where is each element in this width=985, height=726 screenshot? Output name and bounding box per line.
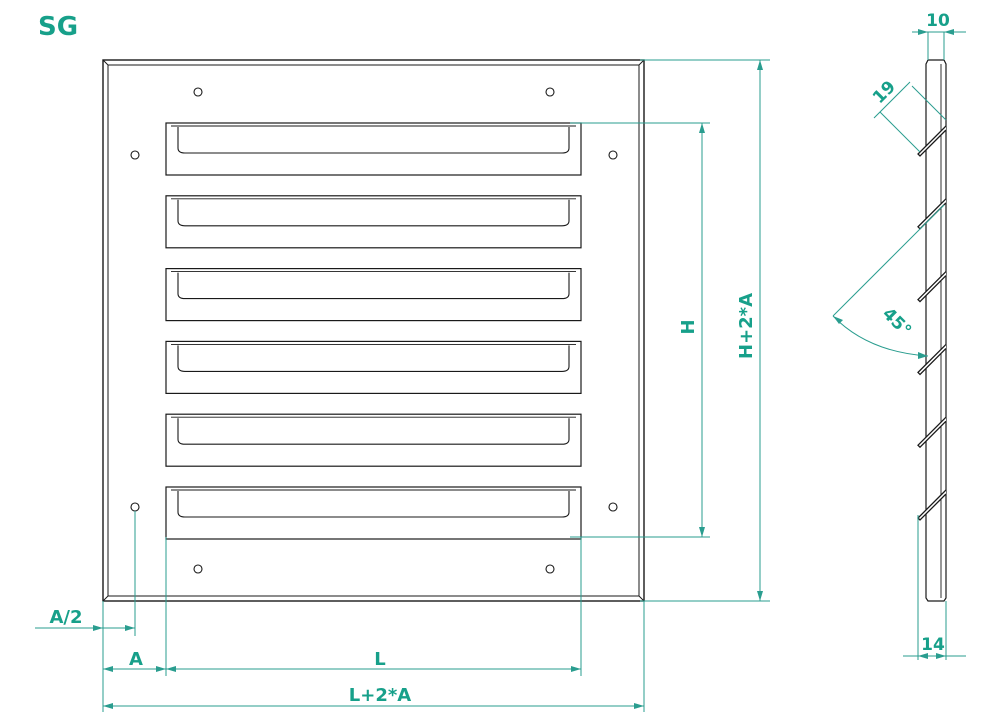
angle-label: 45° — [878, 304, 915, 341]
louver-slot — [165, 486, 582, 540]
a-arrow-left — [103, 666, 113, 672]
side-view — [917, 59, 947, 602]
louver-blade — [177, 272, 570, 300]
a-label: A — [129, 649, 143, 670]
louver-slot-frame — [165, 122, 582, 176]
depth-bottom-arrow-left — [918, 653, 928, 659]
h-label: H — [678, 319, 699, 334]
louver-slot-frame — [165, 195, 582, 249]
depth-bottom-label: 14 — [921, 635, 945, 655]
angle-arc — [832, 315, 929, 357]
side-blade — [917, 271, 947, 303]
depth-top-arrow-left — [918, 29, 928, 35]
frame-corner-tl — [102, 59, 109, 66]
drawing-title: SG — [38, 12, 78, 42]
mounting-hole — [193, 87, 203, 97]
mounting-hole — [608, 502, 618, 512]
grille-frame-inner — [107, 64, 640, 597]
h-arrow-top — [699, 123, 705, 133]
a-half-label: A/2 — [49, 607, 82, 628]
l-total-label: L+2*A — [349, 685, 411, 706]
htotal-arrow-bottom — [757, 591, 763, 601]
angle-ref-line — [832, 204, 945, 317]
blade-dimension-line — [873, 81, 911, 119]
ahalf-arrow-left — [93, 625, 103, 631]
louver-slot-frame — [165, 340, 582, 394]
ltotal-arrow-right — [634, 703, 644, 709]
ahalf-arrow-right — [125, 625, 135, 631]
louver-blade — [177, 418, 570, 445]
frame-corner-tr — [638, 59, 645, 66]
louver-slot-frame — [165, 486, 582, 540]
louver-blade — [177, 345, 570, 372]
side-blade-group — [917, 125, 947, 521]
louver-blade — [177, 491, 570, 518]
blade-ext-2 — [879, 111, 921, 153]
angle-arrow-start — [833, 316, 843, 324]
side-blade — [917, 489, 947, 521]
louver-slot-frame — [165, 268, 582, 322]
htotal-arrow-top — [757, 60, 763, 70]
depth-top-arrow-right — [944, 29, 954, 35]
mounting-hole — [130, 150, 140, 160]
mounting-hole — [130, 502, 140, 512]
frame-corner-bl — [102, 595, 109, 602]
h-total-label: H+2*A — [736, 293, 757, 359]
louver-blade — [177, 199, 570, 227]
louver-slot — [165, 122, 582, 176]
louver-slot — [165, 268, 582, 322]
l-arrow-left — [166, 666, 176, 672]
louver-slot — [165, 340, 582, 394]
l-label: L — [374, 649, 385, 670]
blade-label: 19 — [869, 77, 900, 108]
h-arrow-bottom — [699, 527, 705, 537]
front-dimensions: H H+2*A A/2 A L L+2*A — [35, 59, 770, 712]
angle-arrow-end — [918, 352, 928, 359]
louver-blade — [177, 127, 570, 154]
blade-ext-1 — [911, 85, 947, 121]
a-arrow-right — [156, 666, 166, 672]
louver-slot — [165, 195, 582, 249]
side-blade — [917, 416, 947, 449]
louver-slot-frame — [165, 413, 582, 467]
ltotal-arrow-left — [103, 703, 113, 709]
mounting-hole — [608, 150, 618, 160]
depth-top-label: 10 — [926, 11, 950, 31]
mounting-hole — [545, 87, 555, 97]
frame-corner-br — [638, 595, 645, 602]
side-blade — [917, 125, 947, 157]
side-frame-profile — [925, 59, 947, 602]
louver-group — [165, 122, 582, 540]
mounting-hole — [545, 564, 555, 574]
mounting-hole — [193, 564, 203, 574]
side-blade — [917, 343, 947, 376]
louver-slot — [165, 413, 582, 467]
front-view — [102, 59, 645, 602]
depth-bottom-arrow-right — [936, 653, 946, 659]
grille-frame-outer — [102, 59, 645, 602]
l-arrow-right — [571, 666, 581, 672]
